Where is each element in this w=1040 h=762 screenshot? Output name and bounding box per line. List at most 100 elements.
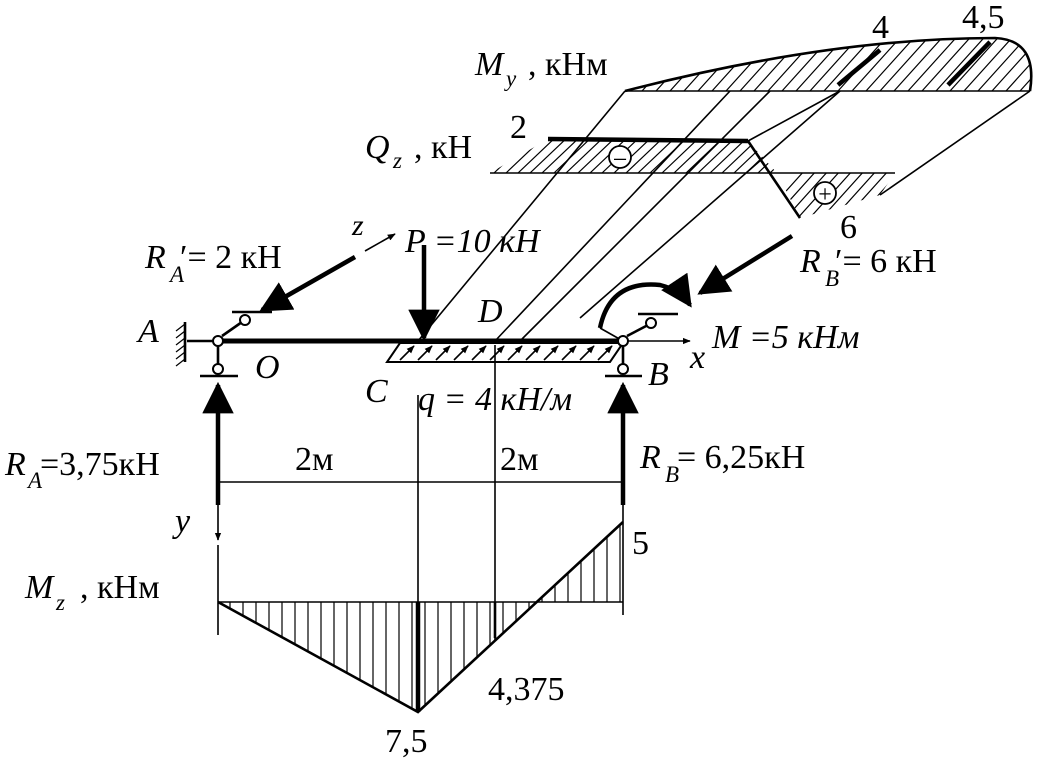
qz-top-line bbox=[547, 136, 749, 144]
hatch-line bbox=[669, 38, 726, 91]
my-diagram: M y , кНм 4 4,5 bbox=[474, 0, 1040, 93]
hatch-line bbox=[777, 173, 806, 218]
proj-line-b bbox=[879, 90, 1031, 196]
ra-prime-arrow bbox=[259, 255, 357, 312]
rb-prime-arrow bbox=[697, 234, 794, 295]
mz-value-75: 7,5 bbox=[385, 723, 428, 760]
hatch-line bbox=[782, 135, 822, 173]
ra-prime-rest: ′= 2 кН bbox=[180, 239, 282, 276]
hatch-line bbox=[855, 173, 895, 218]
distributed-load-arrows bbox=[399, 345, 613, 361]
my-ordinate-4 bbox=[836, 48, 882, 87]
hatch-line bbox=[1034, 30, 1040, 91]
qz-positive-hatching bbox=[777, 173, 895, 218]
y-axis: y bbox=[172, 503, 222, 635]
hatch-line bbox=[893, 38, 950, 91]
reaction-arrows-z: R A ′= 2 кН R B ′= 6 кН z bbox=[144, 209, 937, 312]
rb-prime-rest: ′= 6 кН bbox=[835, 243, 937, 280]
ra-prime-main: R bbox=[144, 239, 166, 276]
qz-jump-line bbox=[746, 140, 802, 219]
moment-m-arrow bbox=[597, 272, 692, 329]
hatch-line bbox=[794, 135, 834, 173]
hatch-line bbox=[739, 38, 796, 91]
proj-line-right bbox=[579, 90, 841, 319]
load-arrow bbox=[597, 345, 613, 361]
hatch-line bbox=[781, 38, 838, 91]
proj-line-d bbox=[494, 90, 731, 342]
hatch-line bbox=[175, 344, 186, 353]
hatch-line bbox=[891, 173, 895, 218]
mz-value-4375: 4,375 bbox=[488, 671, 565, 708]
qz-minus-sign-circle bbox=[608, 145, 632, 169]
load-arrow bbox=[489, 345, 505, 361]
ra-rest: =3,75кН bbox=[40, 446, 160, 483]
proj-line-mid bbox=[519, 90, 771, 342]
load-arrow bbox=[507, 345, 523, 361]
support-b bbox=[605, 312, 678, 378]
load-arrow bbox=[435, 345, 451, 361]
qz-value-6: 6 bbox=[840, 209, 857, 246]
ra-prime-sub: A bbox=[168, 262, 185, 287]
hatch-line bbox=[175, 323, 186, 332]
z-axis-arrow bbox=[364, 233, 396, 252]
load-arrow bbox=[525, 345, 541, 361]
rb-prime-sub: B bbox=[825, 266, 839, 291]
rb-main: R bbox=[639, 439, 661, 476]
qz-title: Q bbox=[365, 129, 390, 166]
qz-plus-sign-circle bbox=[813, 181, 837, 205]
hatch-line bbox=[697, 38, 754, 91]
ra-main: R bbox=[4, 446, 26, 483]
axis-x-label: x bbox=[689, 339, 705, 376]
my-title: M bbox=[474, 46, 505, 83]
mz-value-5: 5 bbox=[632, 525, 649, 562]
hatch-line bbox=[627, 38, 684, 91]
axis-z-label: z bbox=[351, 209, 364, 242]
mz-diagram: M z , кНм 5 7,5 4,375 bbox=[24, 505, 649, 760]
hatch-line bbox=[809, 38, 866, 91]
mz-unit: , кНм bbox=[80, 569, 160, 606]
hatch-line bbox=[757, 139, 777, 173]
load-arrow bbox=[561, 345, 577, 361]
qz-unit: , кН bbox=[414, 129, 472, 166]
point-d-label: D bbox=[477, 293, 503, 330]
force-p-label: P =10 кН bbox=[404, 223, 542, 260]
hatch-line bbox=[175, 337, 186, 346]
dim-right-label: 2м bbox=[500, 441, 539, 478]
hatch-line bbox=[879, 173, 895, 218]
rb-rest: = 6,25кН bbox=[677, 439, 805, 476]
qz-diagram: − + Q z , кН 2 6 bbox=[365, 109, 895, 246]
proj-line-top bbox=[747, 90, 841, 142]
projection-lines bbox=[417, 90, 1031, 342]
load-arrow bbox=[417, 345, 433, 361]
hatch-line bbox=[175, 358, 186, 367]
load-arrow bbox=[579, 345, 595, 361]
load-arrow bbox=[399, 345, 415, 361]
qz-minus-sign: − bbox=[613, 145, 628, 174]
rb-sub: B bbox=[665, 462, 679, 487]
wall-a-hatching bbox=[175, 323, 186, 367]
qz-title-sub: z bbox=[392, 148, 402, 173]
load-arrow bbox=[543, 345, 559, 361]
hatch-line bbox=[683, 38, 740, 91]
moment-m-label: M =5 кНм bbox=[711, 319, 859, 356]
proj-line-c bbox=[417, 90, 626, 342]
point-a-label: A bbox=[136, 313, 159, 350]
hatch-line bbox=[625, 38, 656, 91]
hatch-line bbox=[907, 38, 964, 91]
hatch-line bbox=[517, 139, 559, 173]
qz-plus-sign: + bbox=[818, 182, 832, 208]
my-value-45: 4,5 bbox=[962, 0, 1005, 36]
ra-sub: A bbox=[26, 468, 43, 493]
my-unit: , кНм bbox=[528, 46, 608, 83]
load-arrow bbox=[471, 345, 487, 361]
hatch-line bbox=[175, 351, 186, 360]
my-value-4: 4 bbox=[872, 9, 889, 46]
distributed-load-strip bbox=[385, 342, 625, 363]
hatch-line bbox=[1019, 38, 1032, 91]
mz-title-sub: z bbox=[55, 590, 65, 615]
point-o-label: O bbox=[255, 349, 280, 386]
hatch-line bbox=[767, 38, 824, 91]
hatch-line bbox=[725, 38, 782, 91]
mz-title: M bbox=[24, 569, 55, 606]
